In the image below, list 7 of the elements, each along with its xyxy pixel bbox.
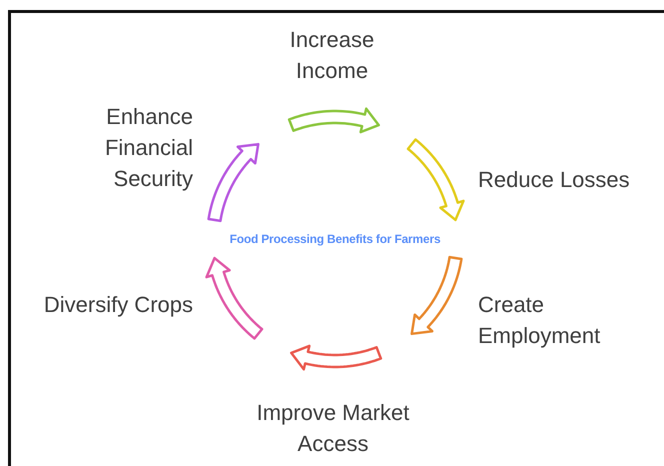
step-label: Improve Market Access xyxy=(256,399,410,458)
center-title: Food Processing Benefits for Farmers xyxy=(228,231,442,247)
step-label: Reduce Losses xyxy=(478,166,631,194)
step-label: Create Employment xyxy=(478,291,602,350)
step-label: Enhance Financial Security xyxy=(104,103,193,193)
step-label: Diversify Crops xyxy=(42,291,193,319)
step-label: Increase Income xyxy=(288,26,376,85)
